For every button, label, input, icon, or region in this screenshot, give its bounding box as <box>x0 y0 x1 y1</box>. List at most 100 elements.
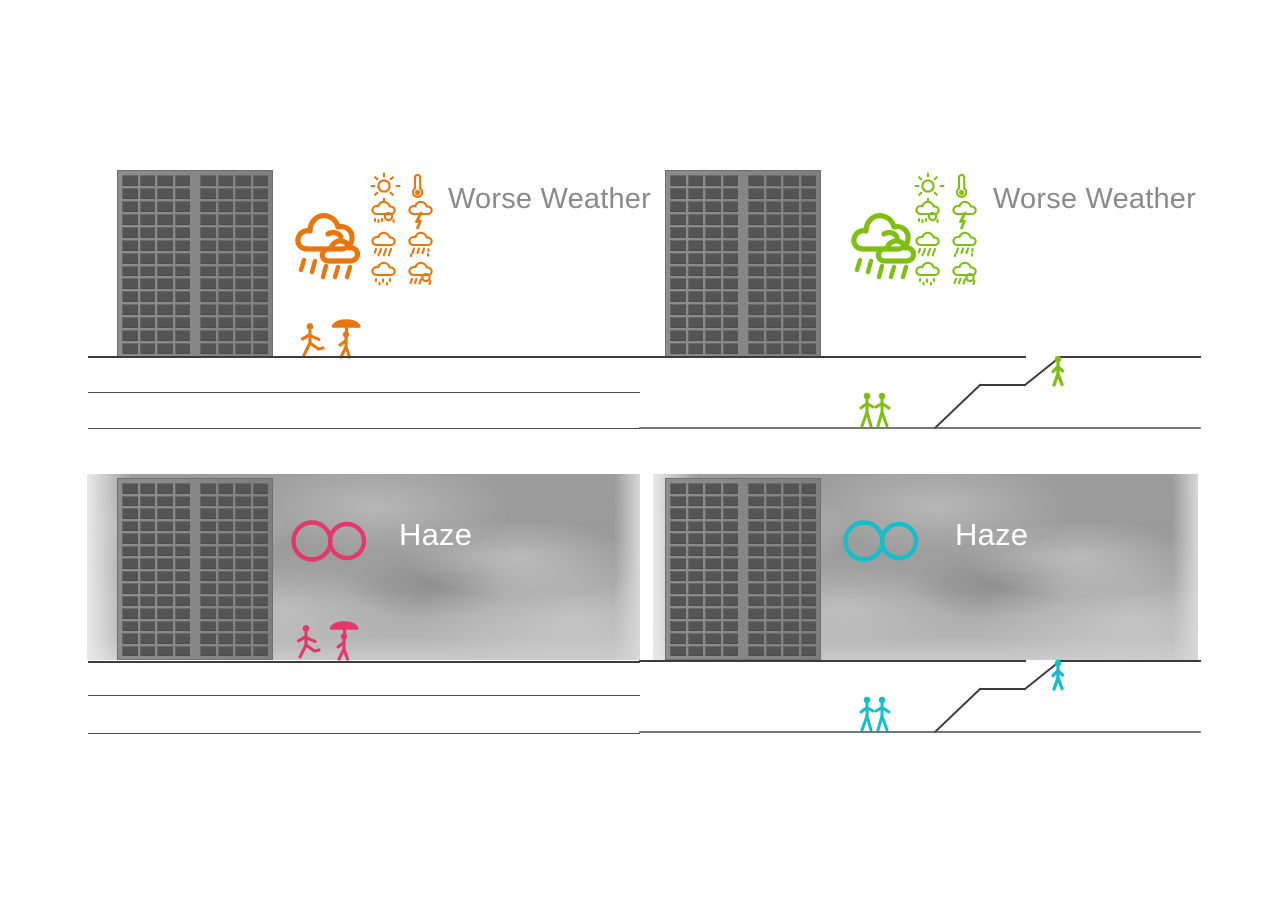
building-window <box>235 175 251 186</box>
building-window <box>783 252 799 264</box>
building-window <box>122 595 138 606</box>
building-window <box>217 226 233 238</box>
building-window <box>687 226 703 238</box>
building-window <box>217 265 233 277</box>
building-window <box>174 291 190 303</box>
high-rise-building <box>117 170 273 358</box>
pedestrian-ramp-walker <box>1048 659 1072 692</box>
building-window <box>217 330 233 342</box>
building-window <box>252 175 268 186</box>
building-window <box>705 620 721 631</box>
building-window <box>174 304 190 316</box>
building-window <box>157 633 173 644</box>
building-window <box>122 304 138 316</box>
building-window <box>670 317 686 329</box>
building-window <box>122 239 138 251</box>
building-window <box>748 508 764 519</box>
building-window <box>235 317 251 329</box>
building-window <box>687 495 703 506</box>
building-window <box>252 570 268 581</box>
building-window <box>687 570 703 581</box>
building-window <box>748 520 764 531</box>
building-window <box>800 595 816 606</box>
building-window <box>748 200 764 212</box>
building-window <box>174 620 190 631</box>
building-window <box>800 620 816 631</box>
building-window <box>687 252 703 264</box>
building-window <box>122 278 138 290</box>
building-window <box>174 187 190 199</box>
building-window <box>670 213 686 225</box>
building-window <box>139 533 155 544</box>
building-window <box>800 645 816 656</box>
building-window <box>174 239 190 251</box>
building-window <box>235 558 251 569</box>
building-window <box>722 200 738 212</box>
building-window <box>174 645 190 656</box>
building-window <box>722 620 738 631</box>
building-window <box>122 533 138 544</box>
building-window <box>252 558 268 569</box>
building-window <box>235 620 251 631</box>
building-window <box>748 304 764 316</box>
building-window <box>200 330 216 342</box>
building-window <box>157 175 173 186</box>
building-window <box>765 645 781 656</box>
building-window <box>783 343 799 354</box>
building-window <box>722 239 738 251</box>
building-window <box>200 483 216 494</box>
building-window <box>800 226 816 238</box>
building-window <box>174 520 190 531</box>
building-window <box>670 226 686 238</box>
cloud-sleet-icon <box>371 231 396 257</box>
building-window <box>200 608 216 619</box>
building-window <box>200 226 216 238</box>
building-window <box>252 226 268 238</box>
building-window <box>800 265 816 277</box>
building-window <box>687 200 703 212</box>
building-window <box>157 239 173 251</box>
building-window <box>174 483 190 494</box>
building-window <box>722 291 738 303</box>
building-window <box>765 252 781 264</box>
building-window <box>705 175 721 186</box>
building-window <box>705 570 721 581</box>
building-window <box>748 608 764 619</box>
building-window <box>670 187 686 199</box>
building-window <box>122 252 138 264</box>
building-window <box>687 265 703 277</box>
building-window <box>122 620 138 631</box>
building-window <box>800 545 816 556</box>
building-window <box>670 483 686 494</box>
building-window <box>200 633 216 644</box>
building-window <box>217 317 233 329</box>
building-window <box>722 608 738 619</box>
pedestrian-walking-pair <box>858 696 894 734</box>
building-window <box>748 226 764 238</box>
building-window <box>705 645 721 656</box>
building-window <box>235 583 251 594</box>
building-window <box>783 200 799 212</box>
building-window <box>139 187 155 199</box>
building-window <box>783 645 799 656</box>
building-window <box>748 213 764 225</box>
building-window <box>687 533 703 544</box>
building-window <box>157 570 173 581</box>
building-window <box>122 175 138 186</box>
building-window <box>783 187 799 199</box>
building-window <box>139 304 155 316</box>
building-window <box>722 187 738 199</box>
building-window <box>139 239 155 251</box>
building-window <box>200 583 216 594</box>
ramp-incline-bottom <box>933 383 982 430</box>
building-window <box>252 495 268 506</box>
building-window <box>722 483 738 494</box>
building-window <box>705 558 721 569</box>
building-window <box>783 213 799 225</box>
building-window <box>800 343 816 354</box>
building-window <box>174 317 190 329</box>
building-window <box>748 317 764 329</box>
building-window <box>687 545 703 556</box>
building-window <box>765 495 781 506</box>
building-window <box>670 343 686 354</box>
